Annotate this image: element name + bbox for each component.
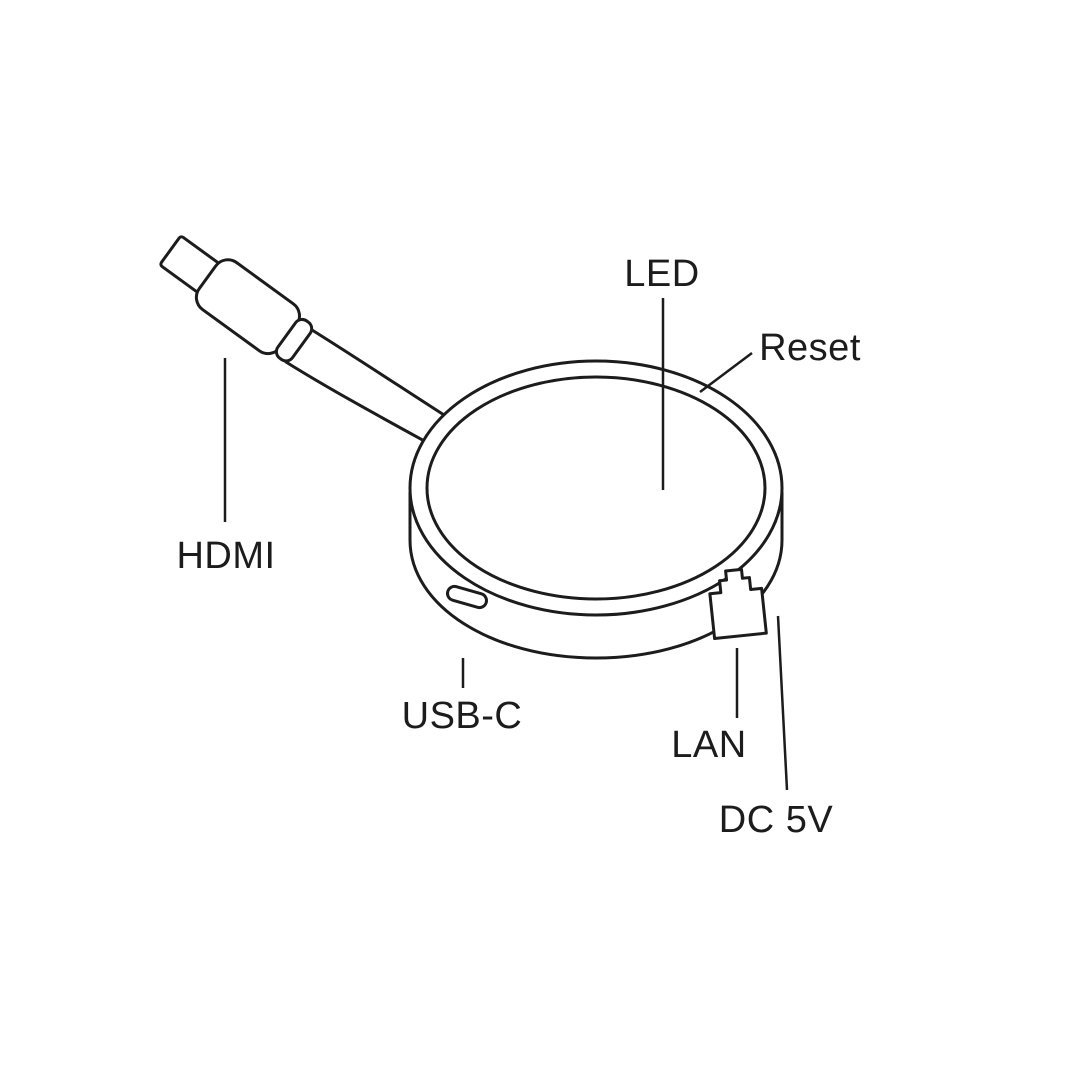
lan-label: LAN <box>671 724 746 766</box>
led-label: LED <box>624 253 699 295</box>
device-top-surface <box>408 359 784 617</box>
hdmi-connector <box>159 235 314 363</box>
dc-5v-label: DC 5V <box>719 799 834 841</box>
hdmi-plug-boot <box>274 317 314 363</box>
hdmi-cable-upper-line <box>310 328 460 426</box>
labels: LED Reset HDMI USB-C LAN DC 5V <box>176 253 860 841</box>
reset-leader-line <box>699 352 753 393</box>
usb-c-label: USB-C <box>402 695 523 737</box>
reset-label: Reset <box>759 327 861 369</box>
usb-c-port-icon <box>446 584 488 610</box>
lan-port-icon <box>708 567 768 641</box>
device-top-rim <box>425 375 767 601</box>
dc-5v-leader-line <box>776 615 789 791</box>
device-ports <box>446 567 768 641</box>
device-body <box>408 359 784 660</box>
hdmi-label: HDMI <box>176 535 275 577</box>
leader-lines <box>223 298 789 791</box>
